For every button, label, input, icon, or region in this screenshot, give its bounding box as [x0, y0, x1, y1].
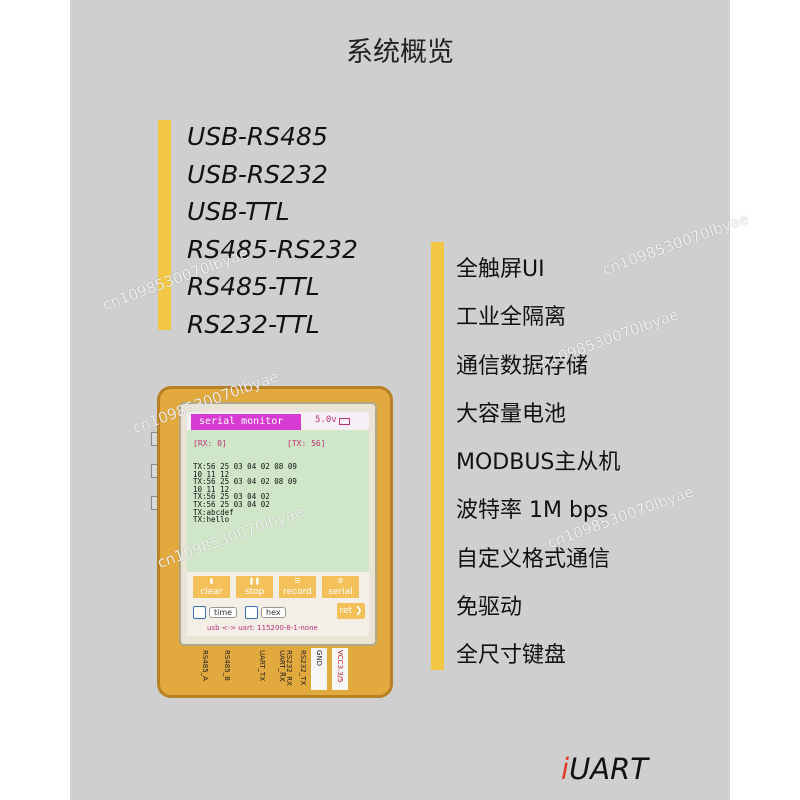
stop-button: ❚❚ stop [236, 576, 273, 598]
brand-logo: iUART [561, 752, 648, 786]
log-line: 10 11 12 [193, 484, 230, 494]
log-line: TX:56 25 03 04 02 [193, 499, 270, 509]
log-line: 10 11 12 [193, 469, 230, 479]
screen-header: serial monitor 5.0v [187, 412, 369, 430]
screen-title: serial monitor [191, 414, 301, 430]
pin-label: UART_TX [258, 650, 266, 682]
time-checkbox: time [193, 605, 238, 619]
feature-item: 全触屏UI [456, 257, 545, 282]
device-image: serial monitor 5.0v [RX: 0] [TX: 56] TX:… [151, 386, 393, 698]
right-accent-bar [431, 242, 444, 670]
feature-item: 自定义格式通信 [456, 546, 611, 572]
checkbox-box [193, 605, 206, 619]
vcc-pin [332, 648, 348, 690]
conversion-item: RS485-TTL [187, 272, 320, 301]
screen-toolbar: ▮ clear ❚❚ stop ☰ record ⚙ serial [187, 572, 369, 636]
serial-log: TX:56 25 03 04 02 08 09 10 11 12 TX:56 2… [193, 463, 297, 524]
log-line: TX:abcdef [193, 507, 234, 517]
feature-item: 免驱动 [456, 595, 523, 621]
page-title: 系统概览 [346, 37, 454, 68]
feature-item: MODBUS主从机 [456, 450, 621, 476]
clear-button: ▮ clear [193, 576, 230, 598]
feature-list: 全触屏UI 工业全隔离 通信数据存储 大容量电池 MODBUS主从机 波特率 1… [456, 246, 620, 681]
conversion-item: USB-RS232 [187, 159, 328, 189]
log-line: TX:56 25 03 04 02 [193, 492, 270, 502]
left-accent-bar [158, 120, 171, 330]
conversion-item: USB-RS485 [187, 122, 328, 151]
checkbox-box [245, 605, 258, 619]
pin-label: RS232_TX [299, 650, 307, 686]
feature-item: 工业全隔离 [456, 305, 567, 331]
feature-item: 通信数据存储 [456, 353, 589, 379]
pin-label: RS232_RX [285, 650, 293, 686]
conversion-list: USB-RS485 USB-RS232 USB-TTL RS485-RS232 … [187, 118, 358, 343]
brand-name: UART [569, 752, 648, 786]
pin-label: RS485_A [201, 650, 209, 681]
log-line: TX:56 25 03 04 02 08 09 [193, 462, 297, 471]
feature-item: 全尺寸键盘 [456, 643, 567, 669]
device-bezel: serial monitor 5.0v [RX: 0] [TX: 56] TX:… [179, 402, 377, 646]
hex-checkbox: hex [245, 605, 286, 619]
feature-item: 大容量电池 [456, 401, 567, 427]
pin-label: GND [315, 650, 323, 667]
voltage-readout: 5.0v [315, 415, 337, 425]
pin-label: VCC3.3/5 [336, 650, 344, 683]
trash-icon: ▮ [209, 577, 214, 585]
record-icon: ☰ [294, 577, 301, 585]
log-line: TX:56 25 03 04 02 08 09 [193, 477, 297, 487]
log-line: TX:hello [193, 515, 230, 525]
record-button: ☰ record [279, 576, 316, 598]
pin-label: RS485_B [223, 650, 231, 681]
conversion-item: USB-TTL [187, 197, 290, 226]
port-status: usb <-> uart: 115200-8-1-none [207, 624, 318, 632]
time-label: time [209, 606, 238, 618]
battery-icon [339, 418, 350, 425]
serial-button: ⚙ serial [322, 576, 359, 598]
rx-counter: [RX: 0] [193, 439, 227, 448]
tx-counter: [TX: 56] [287, 439, 326, 448]
conversion-item: RS232-TTL [187, 309, 320, 339]
pin-label: UART_RX [278, 650, 286, 682]
hex-label: hex [261, 606, 286, 618]
conversion-item: RS485-RS232 [187, 234, 358, 264]
brand-prefix: i [561, 752, 570, 786]
device-screen: serial monitor 5.0v [RX: 0] [TX: 56] TX:… [187, 412, 369, 636]
feature-item: 波特率 1M bps [456, 498, 609, 524]
pause-icon: ❚❚ [248, 577, 261, 585]
gnd-pin [311, 648, 327, 690]
ret-button: ret ❯ [337, 603, 365, 619]
gear-icon: ⚙ [337, 577, 344, 585]
